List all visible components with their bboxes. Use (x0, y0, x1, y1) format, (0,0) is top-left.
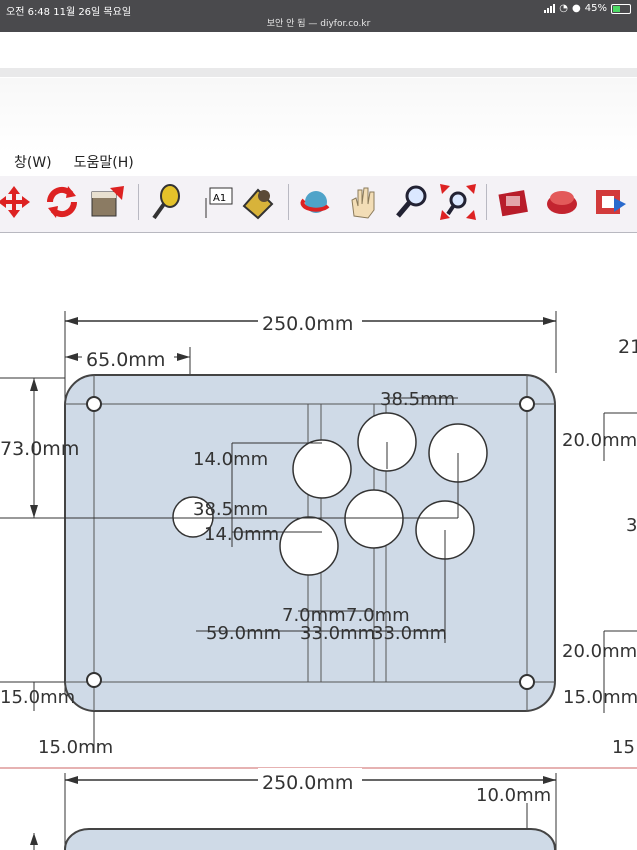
dim-gap-a: 7.0mm (282, 605, 346, 626)
mount-hole (86, 396, 102, 412)
lock-rotation-icon: ● (572, 3, 581, 14)
orbit-icon[interactable] (296, 182, 336, 222)
mount-hole (86, 672, 102, 688)
address-bar-url[interactable]: 보안 안 됨 — diyfor.co.kr (266, 19, 371, 29)
dim-left-offset: 65.0mm (86, 349, 165, 371)
dim-bottom-left: 15.0mm (38, 737, 113, 758)
mount-hole (519, 674, 535, 690)
toolbar-separator (138, 184, 139, 220)
menu-window[interactable]: 창(W) (14, 155, 52, 171)
cad-drawing: 250.0mm 21 65.0mm (0, 309, 637, 850)
toolbar: A1 (0, 176, 637, 233)
dim-left-height: 73.0mm (0, 438, 79, 460)
dim-bottom-row: 59.0mm (206, 623, 281, 644)
warehouse-icon[interactable] (494, 182, 534, 222)
zoom-extents-icon[interactable] (438, 182, 478, 222)
signal-icon (544, 4, 556, 13)
mount-hole (519, 396, 535, 412)
extension-icon[interactable] (542, 182, 582, 222)
toolbar-separator (288, 184, 289, 220)
dim-bottom-row-c: 33.0mm (372, 623, 447, 644)
menu-help[interactable]: 도움말(H) (73, 155, 134, 171)
text-icon[interactable]: A1 (200, 182, 240, 222)
zoom-icon[interactable] (392, 182, 432, 222)
dim-width: 250.0mm (262, 313, 353, 335)
status-time: 오전 6:48 11월 26일 목요일 (6, 7, 132, 18)
dim-width-2: 250.0mm (262, 772, 353, 794)
dim-button-span: 38.5mm (380, 389, 455, 410)
blurred-header-area (0, 78, 637, 153)
page-divider (0, 68, 637, 77)
menu-bar: 창(W) 도움말(H) (14, 152, 134, 172)
button-hole (172, 496, 214, 538)
button-hole (344, 489, 404, 549)
dim-bottom-row-b: 33.0mm (300, 623, 375, 644)
dim-right-top: 20.0mm (562, 430, 637, 451)
move-icon[interactable] (0, 182, 40, 222)
scale-icon[interactable] (88, 182, 128, 222)
export-icon[interactable] (592, 182, 632, 222)
toolbar-separator (486, 184, 487, 220)
dim-offset-2: 10.0mm (476, 785, 551, 806)
dim-right-cut: 21 (618, 336, 637, 358)
rotate-icon[interactable] (42, 182, 82, 222)
wifi-icon: ◔ (559, 3, 569, 14)
status-right: ◔ ● 45% (544, 3, 631, 14)
dim-mid: 38.5mm (193, 499, 268, 520)
button-hole (279, 516, 339, 576)
dim-small-1: 14.0mm (193, 449, 268, 470)
paint-bucket-icon[interactable] (238, 182, 278, 222)
dim-gap-b: 7.0mm (346, 605, 410, 626)
button-hole (292, 439, 352, 499)
tape-measure-icon[interactable] (146, 182, 186, 222)
dim-right-side: 3 (626, 515, 637, 536)
panel-outline-2 (64, 828, 556, 850)
pan-icon[interactable] (344, 182, 384, 222)
battery-percent: 45% (584, 3, 607, 14)
dim-left-bottom: 15.0mm (0, 687, 75, 708)
battery-icon (611, 3, 631, 14)
dim-bottom-right-cut: 15 (612, 737, 635, 758)
dim-right-bottom-2: 15.0mm (563, 687, 637, 708)
status-bar: 오전 6:48 11월 26일 목요일 보안 안 됨 — diyfor.co.k… (0, 0, 637, 32)
dim-small-2: 14.0mm (204, 524, 279, 545)
svg-text:A1: A1 (213, 193, 226, 204)
dim-right-bottom: 20.0mm (562, 641, 637, 662)
